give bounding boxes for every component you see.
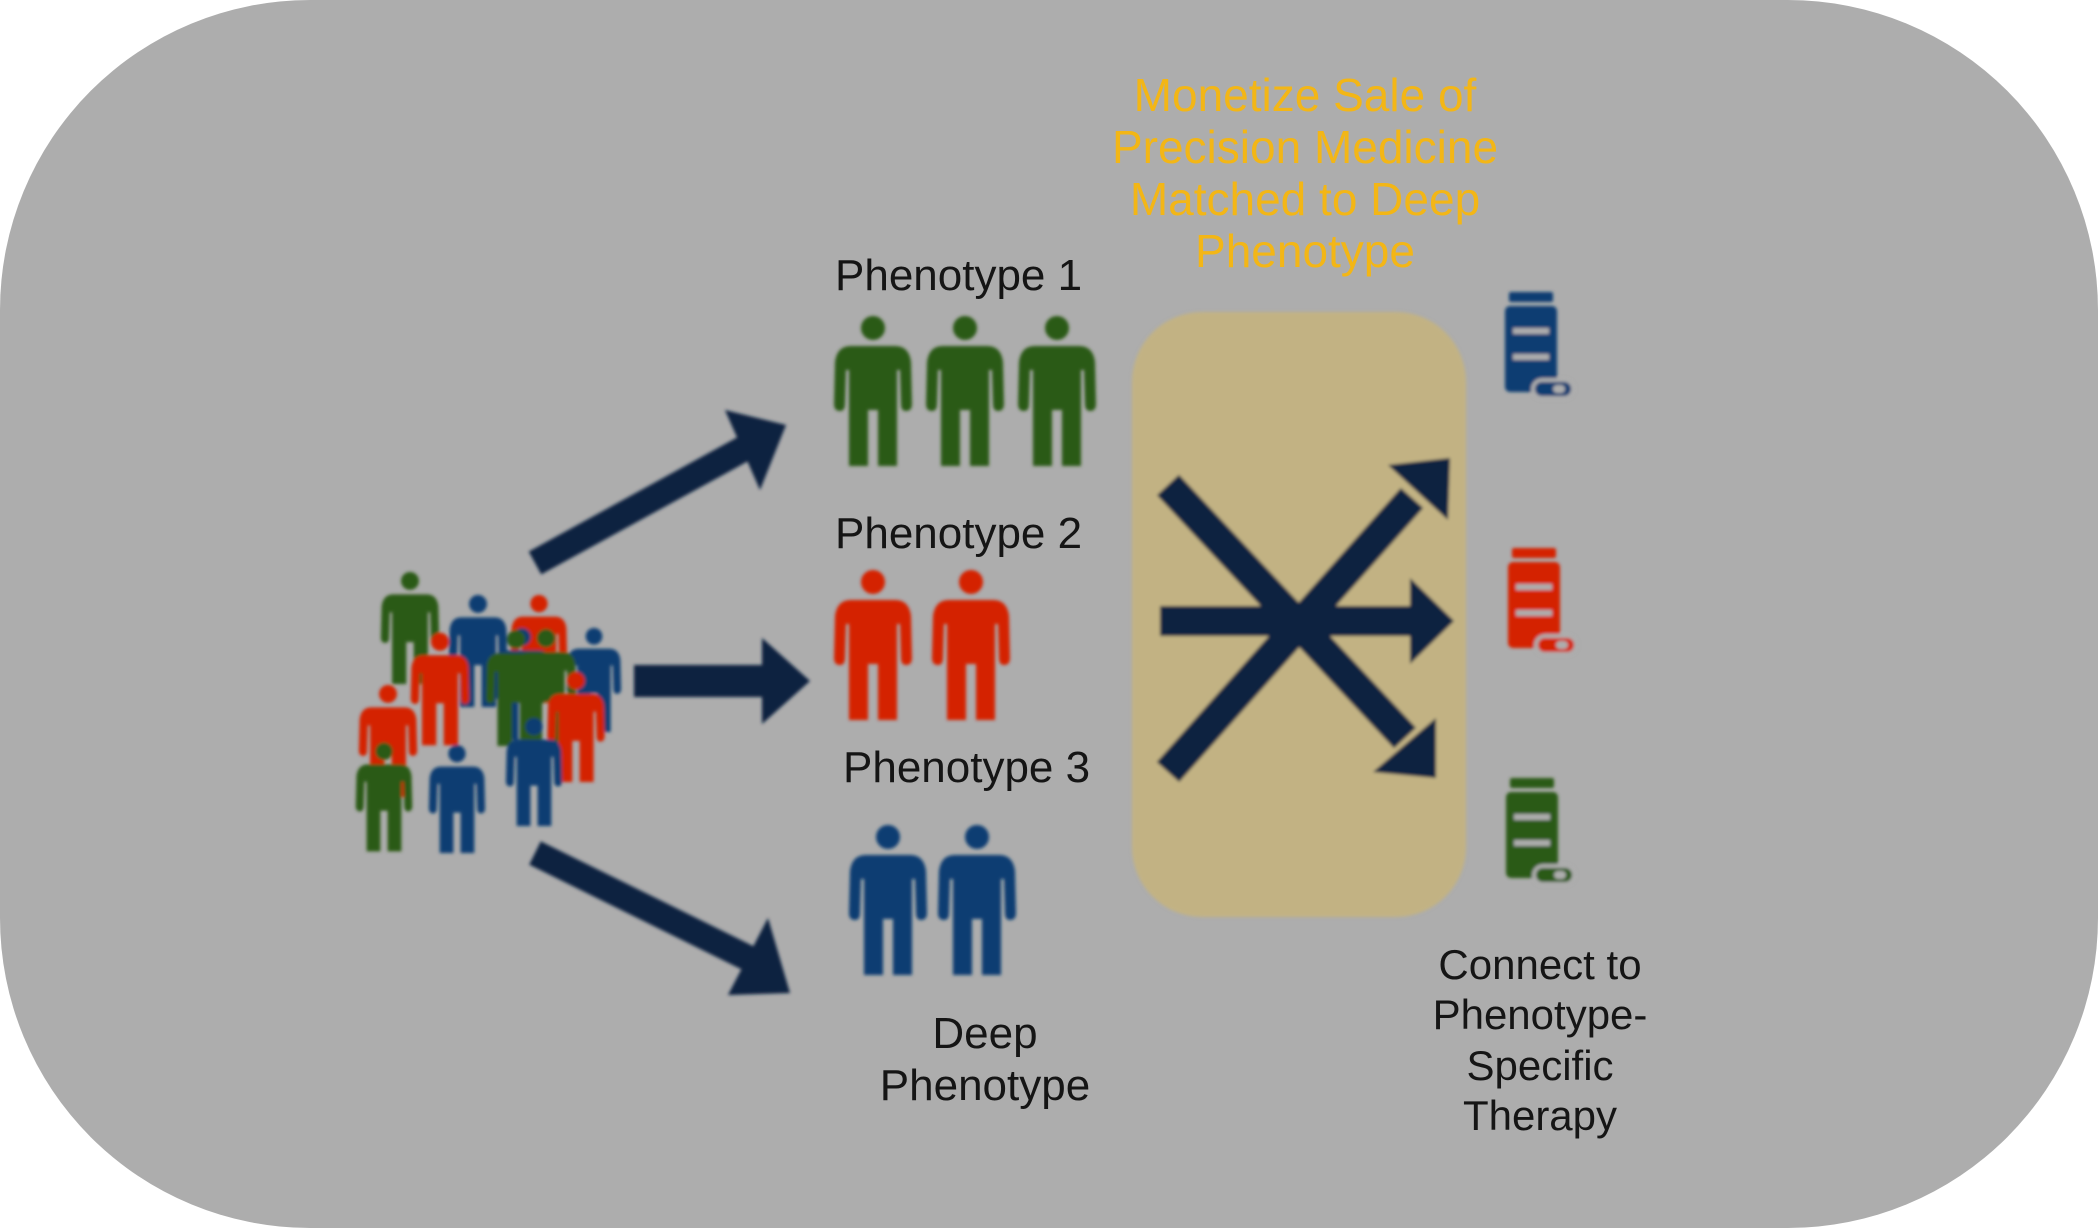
arrowhead-up-right	[1388, 458, 1450, 520]
person-icon	[938, 825, 1016, 975]
medicine-bottle-icon	[1505, 292, 1575, 400]
arrowhead-to-phenotype-2	[762, 638, 810, 724]
phenotype-3-label: Phenotype 3	[843, 743, 1091, 792]
monetize-line-4: Phenotype	[1195, 224, 1415, 277]
person-icon	[926, 316, 1004, 466]
arrowhead-to-phenotype-1	[725, 410, 786, 490]
monetize-line-1: Monetize Sale of	[1133, 69, 1477, 121]
arrowhead-to-phenotype-3	[728, 918, 790, 995]
arrow-to-phenotype-1	[528, 436, 752, 575]
connect-line-3: Specific	[1466, 1041, 1614, 1089]
person-icon	[834, 316, 912, 466]
population-crowd	[355, 572, 622, 853]
monetize-line-3: Matched to Deep	[1129, 172, 1481, 225]
connect-line-2: Phenotype-	[1432, 991, 1648, 1039]
connect-line-1: Connect to	[1438, 941, 1642, 988]
deep-phenotype-label: Deep Phenotype	[830, 1008, 1140, 1112]
matching-arrows	[1156, 458, 1454, 782]
arrow-to-phenotype-3	[529, 841, 754, 970]
arrowhead-down-right	[1373, 718, 1436, 778]
medicine-bottle-icon	[1506, 778, 1576, 886]
connect-line-4: Therapy	[1462, 1092, 1618, 1140]
monetize-line-2: Precision Medicine	[1111, 120, 1499, 173]
phenotype-1-group	[834, 316, 1096, 466]
phenotype-2-label: Phenotype 2	[835, 509, 1083, 558]
phenotype-2-group	[834, 570, 1010, 720]
arrowhead-straight-right	[1410, 578, 1454, 664]
deep-phenotype-line-1: Deep	[932, 1009, 1038, 1058]
phenotype-1-label: Phenotype 1	[835, 251, 1083, 300]
person-icon	[1018, 316, 1096, 466]
phenotype-3-group	[849, 825, 1016, 975]
person-icon	[932, 570, 1010, 720]
monetize-caption: Monetize Sale of Precision Medicine Matc…	[1000, 69, 1610, 278]
connect-therapy-caption: Connect to Phenotype- Specific Therapy	[1385, 940, 1695, 1142]
medicine-bottle-icon	[1508, 548, 1578, 656]
person-icon	[834, 570, 912, 720]
person-icon	[849, 825, 927, 975]
person-icon	[428, 745, 486, 853]
split-arrows	[528, 410, 810, 995]
deep-phenotype-line-2: Phenotype	[879, 1060, 1091, 1110]
